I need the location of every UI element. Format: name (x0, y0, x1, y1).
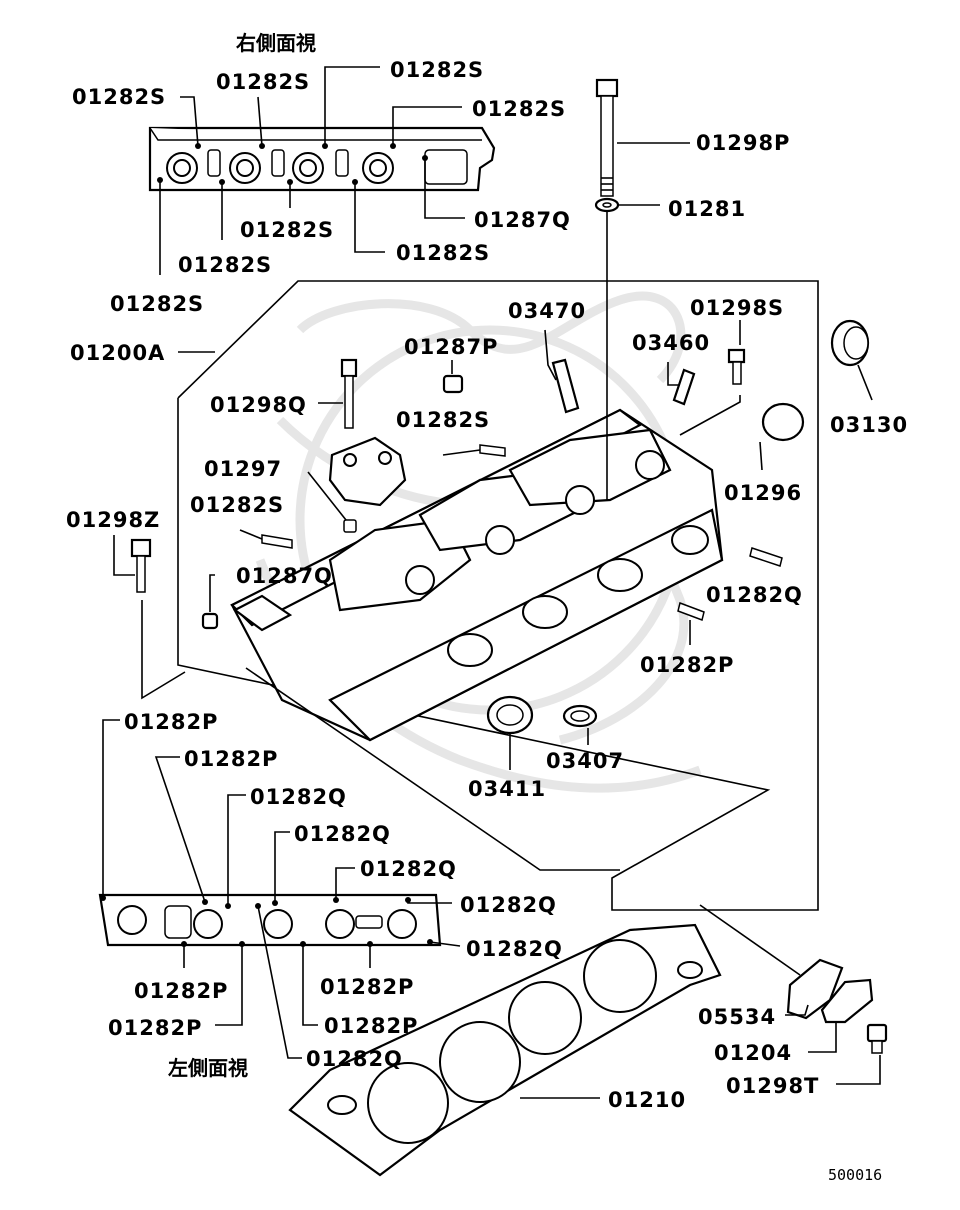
left-side-view-leaders (102, 719, 461, 1059)
callout-labels: 右側面視 左側面視 500016 01282S 01282S 01282S 01… (66, 31, 908, 1184)
callout-label: 01287Q (474, 208, 571, 232)
bolt-01298T (836, 1023, 888, 1085)
callout-label: 01282S (72, 85, 166, 109)
callout-label: 01296 (724, 481, 802, 505)
right-side-view-leaders (159, 66, 465, 275)
callout-label: 01282Q (460, 893, 557, 917)
callout-label: 01281 (668, 197, 746, 221)
callout-label: 01282Q (250, 785, 347, 809)
callout-label: 05534 (698, 1005, 776, 1029)
bolt-01298S (679, 320, 746, 436)
callout-label: 01282S (110, 292, 204, 316)
callout-label: 01287P (404, 335, 498, 359)
right-side-view-title: 右側面視 (236, 31, 316, 55)
callout-label: 01282Q (360, 857, 457, 881)
callout-label: 01282P (324, 1014, 418, 1038)
callout-label: 01282S (216, 70, 310, 94)
callout-label: 01204 (714, 1041, 792, 1065)
callout-label: 01282S (178, 253, 272, 277)
callout-label: 01298T (726, 1074, 819, 1098)
stud-01282S-2 (239, 529, 293, 549)
stud-01282P (677, 602, 705, 645)
plug-01287Q (201, 574, 219, 630)
callout-label: 01287Q (236, 564, 333, 588)
callout-label: 01282P (134, 979, 228, 1003)
callout-label: 01282P (640, 653, 734, 677)
callout-label: 01298P (696, 131, 790, 155)
callout-label: 03130 (830, 413, 908, 437)
callout-label: 01282S (396, 241, 490, 265)
head-bolt-01298P (595, 78, 690, 197)
cap-01296 (759, 402, 805, 471)
bearing-cap-01297 (328, 436, 407, 507)
callout-label: 01200A (70, 341, 165, 365)
callout-label: 03407 (546, 749, 624, 773)
washer-01281 (594, 197, 660, 500)
dowel-pin-03470 (544, 329, 580, 414)
seal-03130 (830, 319, 873, 401)
callout-label: 01282Q (294, 822, 391, 846)
callout-label: 01282Q (466, 937, 563, 961)
plug-01287P (442, 360, 464, 394)
callout-label: 03470 (508, 299, 586, 323)
ring-03407 (562, 704, 598, 745)
bolt-01298Z (113, 535, 186, 700)
callout-label: 01282S (240, 218, 334, 242)
figure-code: 500016 (828, 1166, 882, 1184)
callout-label: 01282P (320, 975, 414, 999)
callout-label: 01282S (472, 97, 566, 121)
callout-label: 01282P (184, 747, 278, 771)
right-side-view-head (148, 126, 496, 192)
ring-03411 (486, 695, 534, 770)
callout-label: 03411 (468, 777, 546, 801)
callout-label: 01282S (396, 408, 490, 432)
callout-label: 01298Z (66, 508, 160, 532)
callout-label: 01282Q (706, 583, 803, 607)
head-gasket-01210 (288, 923, 722, 1177)
callout-label: 01282S (390, 58, 484, 82)
dowel-pin-03460 (667, 362, 696, 406)
left-side-view-title: 左側面視 (168, 1056, 248, 1080)
cylinder-head-01200A (230, 408, 724, 742)
misc-leaders (178, 351, 801, 976)
callout-label: 01282Q (306, 1047, 403, 1071)
callout-label: 01282P (124, 710, 218, 734)
callout-label: 01282S (190, 493, 284, 517)
callout-label: 01282P (108, 1016, 202, 1040)
callout-label: 03460 (632, 331, 710, 355)
callout-label: 01210 (608, 1088, 686, 1112)
callout-label: 01297 (204, 457, 282, 481)
cover-01204 (808, 978, 874, 1053)
part-01297-leader (307, 471, 357, 533)
stud-01282Q (749, 547, 783, 567)
callout-label: 01298S (690, 296, 784, 320)
left-side-view-head (98, 893, 442, 947)
bolt-01298Q (318, 358, 358, 429)
stud-01282S (442, 444, 506, 457)
callout-label: 01298Q (210, 393, 307, 417)
